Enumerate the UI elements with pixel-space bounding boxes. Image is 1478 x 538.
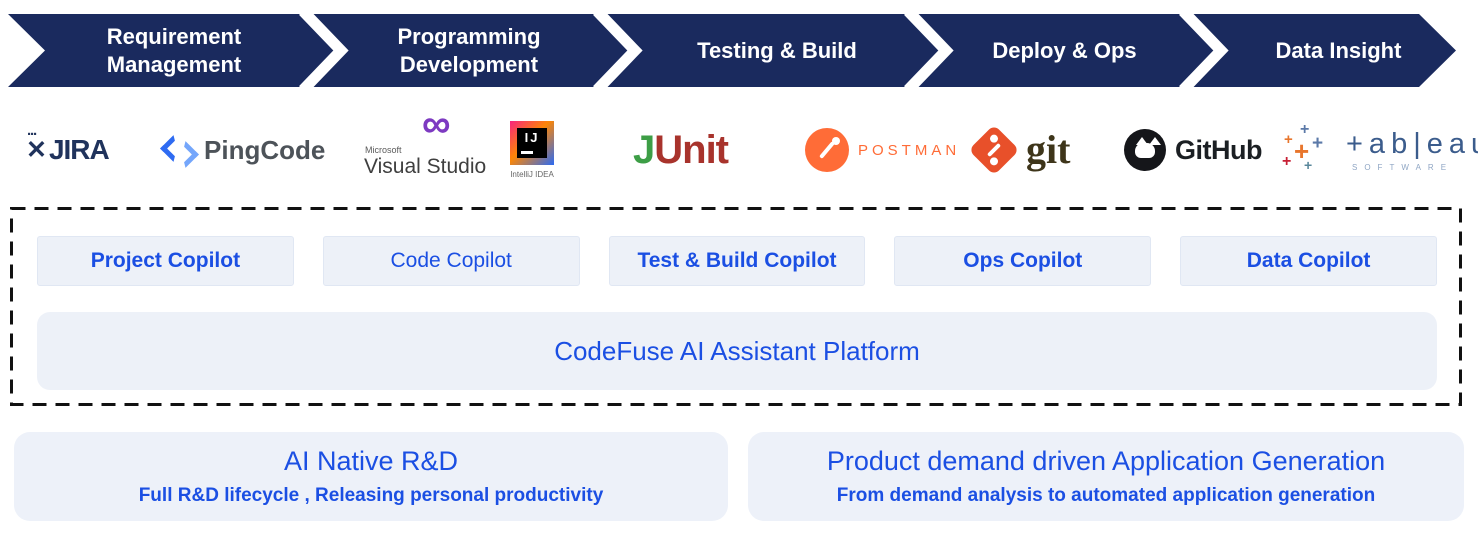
benefit-title: Product demand driven Application Genera… [826, 446, 1386, 476]
benefit-subtitle: Full R&D lifecycle , Releasing personal … [138, 485, 604, 506]
tableau-logo: + + + + + + +ab|eau SOFTWARE [1282, 113, 1478, 187]
jira-label: JIRA [48, 134, 110, 165]
pingcode-label: PingCode [204, 134, 326, 165]
stage-deploy-ops: Deploy & Ops [992, 37, 1137, 63]
test-build-copilot-button: Test & Build Copilot [608, 236, 866, 286]
benefit-subtitle: From demand analysis to automated applic… [836, 485, 1376, 506]
junit-unit-label: Unit [654, 127, 729, 172]
github-octocat-icon [1124, 129, 1166, 171]
github-logo: GitHub [1124, 113, 1262, 187]
ops-copilot-button: Ops Copilot [894, 236, 1152, 286]
intellij-idea-icon: IJ [510, 121, 554, 165]
jira-logo: ✕ JIRA [26, 113, 110, 187]
code-copilot-button: Code Copilot [322, 236, 580, 286]
postman-icon [805, 128, 849, 172]
pipeline-band [8, 7, 1456, 94]
intellij-idea-caption: IntelliJ IDEA [510, 170, 554, 179]
pipeline-arrow-shape [8, 14, 1456, 87]
benefit-application-generation: Product demand driven Application Genera… [748, 432, 1464, 521]
tableau-plus-cluster-icon: + + + + + + [1282, 121, 1324, 173]
postman-logo: POSTMAN [805, 113, 960, 187]
tableau-software-caption: SOFTWARE [1352, 163, 1454, 172]
project-copilot-button: Project Copilot [37, 236, 294, 286]
pingcode-logo: PingCode [160, 113, 326, 187]
visual-studio-label: Visual Studio [364, 155, 487, 178]
git-label: git [1026, 127, 1071, 172]
visual-studio-logo: ∞ Microsoft Visual Studio [364, 104, 487, 187]
benefit-title: AI Native R&D [283, 446, 459, 476]
stage-requirement-management: Requirement Management [106, 23, 242, 77]
stage-programming-development: Programming Development [397, 23, 541, 77]
visual-studio-infinity-icon: ∞ [422, 102, 451, 146]
git-logo: git [968, 113, 1071, 187]
tableau-label: +ab|eau [1346, 128, 1478, 160]
benefit-ai-native-rd: AI Native R&D Full R&D lifecycle , Relea… [14, 432, 728, 521]
jira-icon: ✕ [26, 127, 47, 163]
intellij-idea-logo: IJ IntelliJ IDEA [510, 113, 554, 187]
intellij-idea-monogram: IJ [517, 128, 547, 158]
data-copilot-button: Data Copilot [1180, 236, 1437, 286]
copilot-button-row: Project Copilot Code Copilot Test & Buil… [37, 236, 1437, 286]
github-label: GitHub [1175, 134, 1262, 165]
junit-j-label: J [633, 127, 655, 172]
codefuse-platform-bar: CodeFuse AI Assistant Platform [37, 312, 1437, 390]
stage-data-insight: Data Insight [1275, 37, 1402, 63]
postman-label: POSTMAN [858, 141, 961, 159]
stage-testing-build: Testing & Build [697, 37, 857, 63]
visual-studio-microsoft-label: Microsoft [365, 145, 402, 155]
